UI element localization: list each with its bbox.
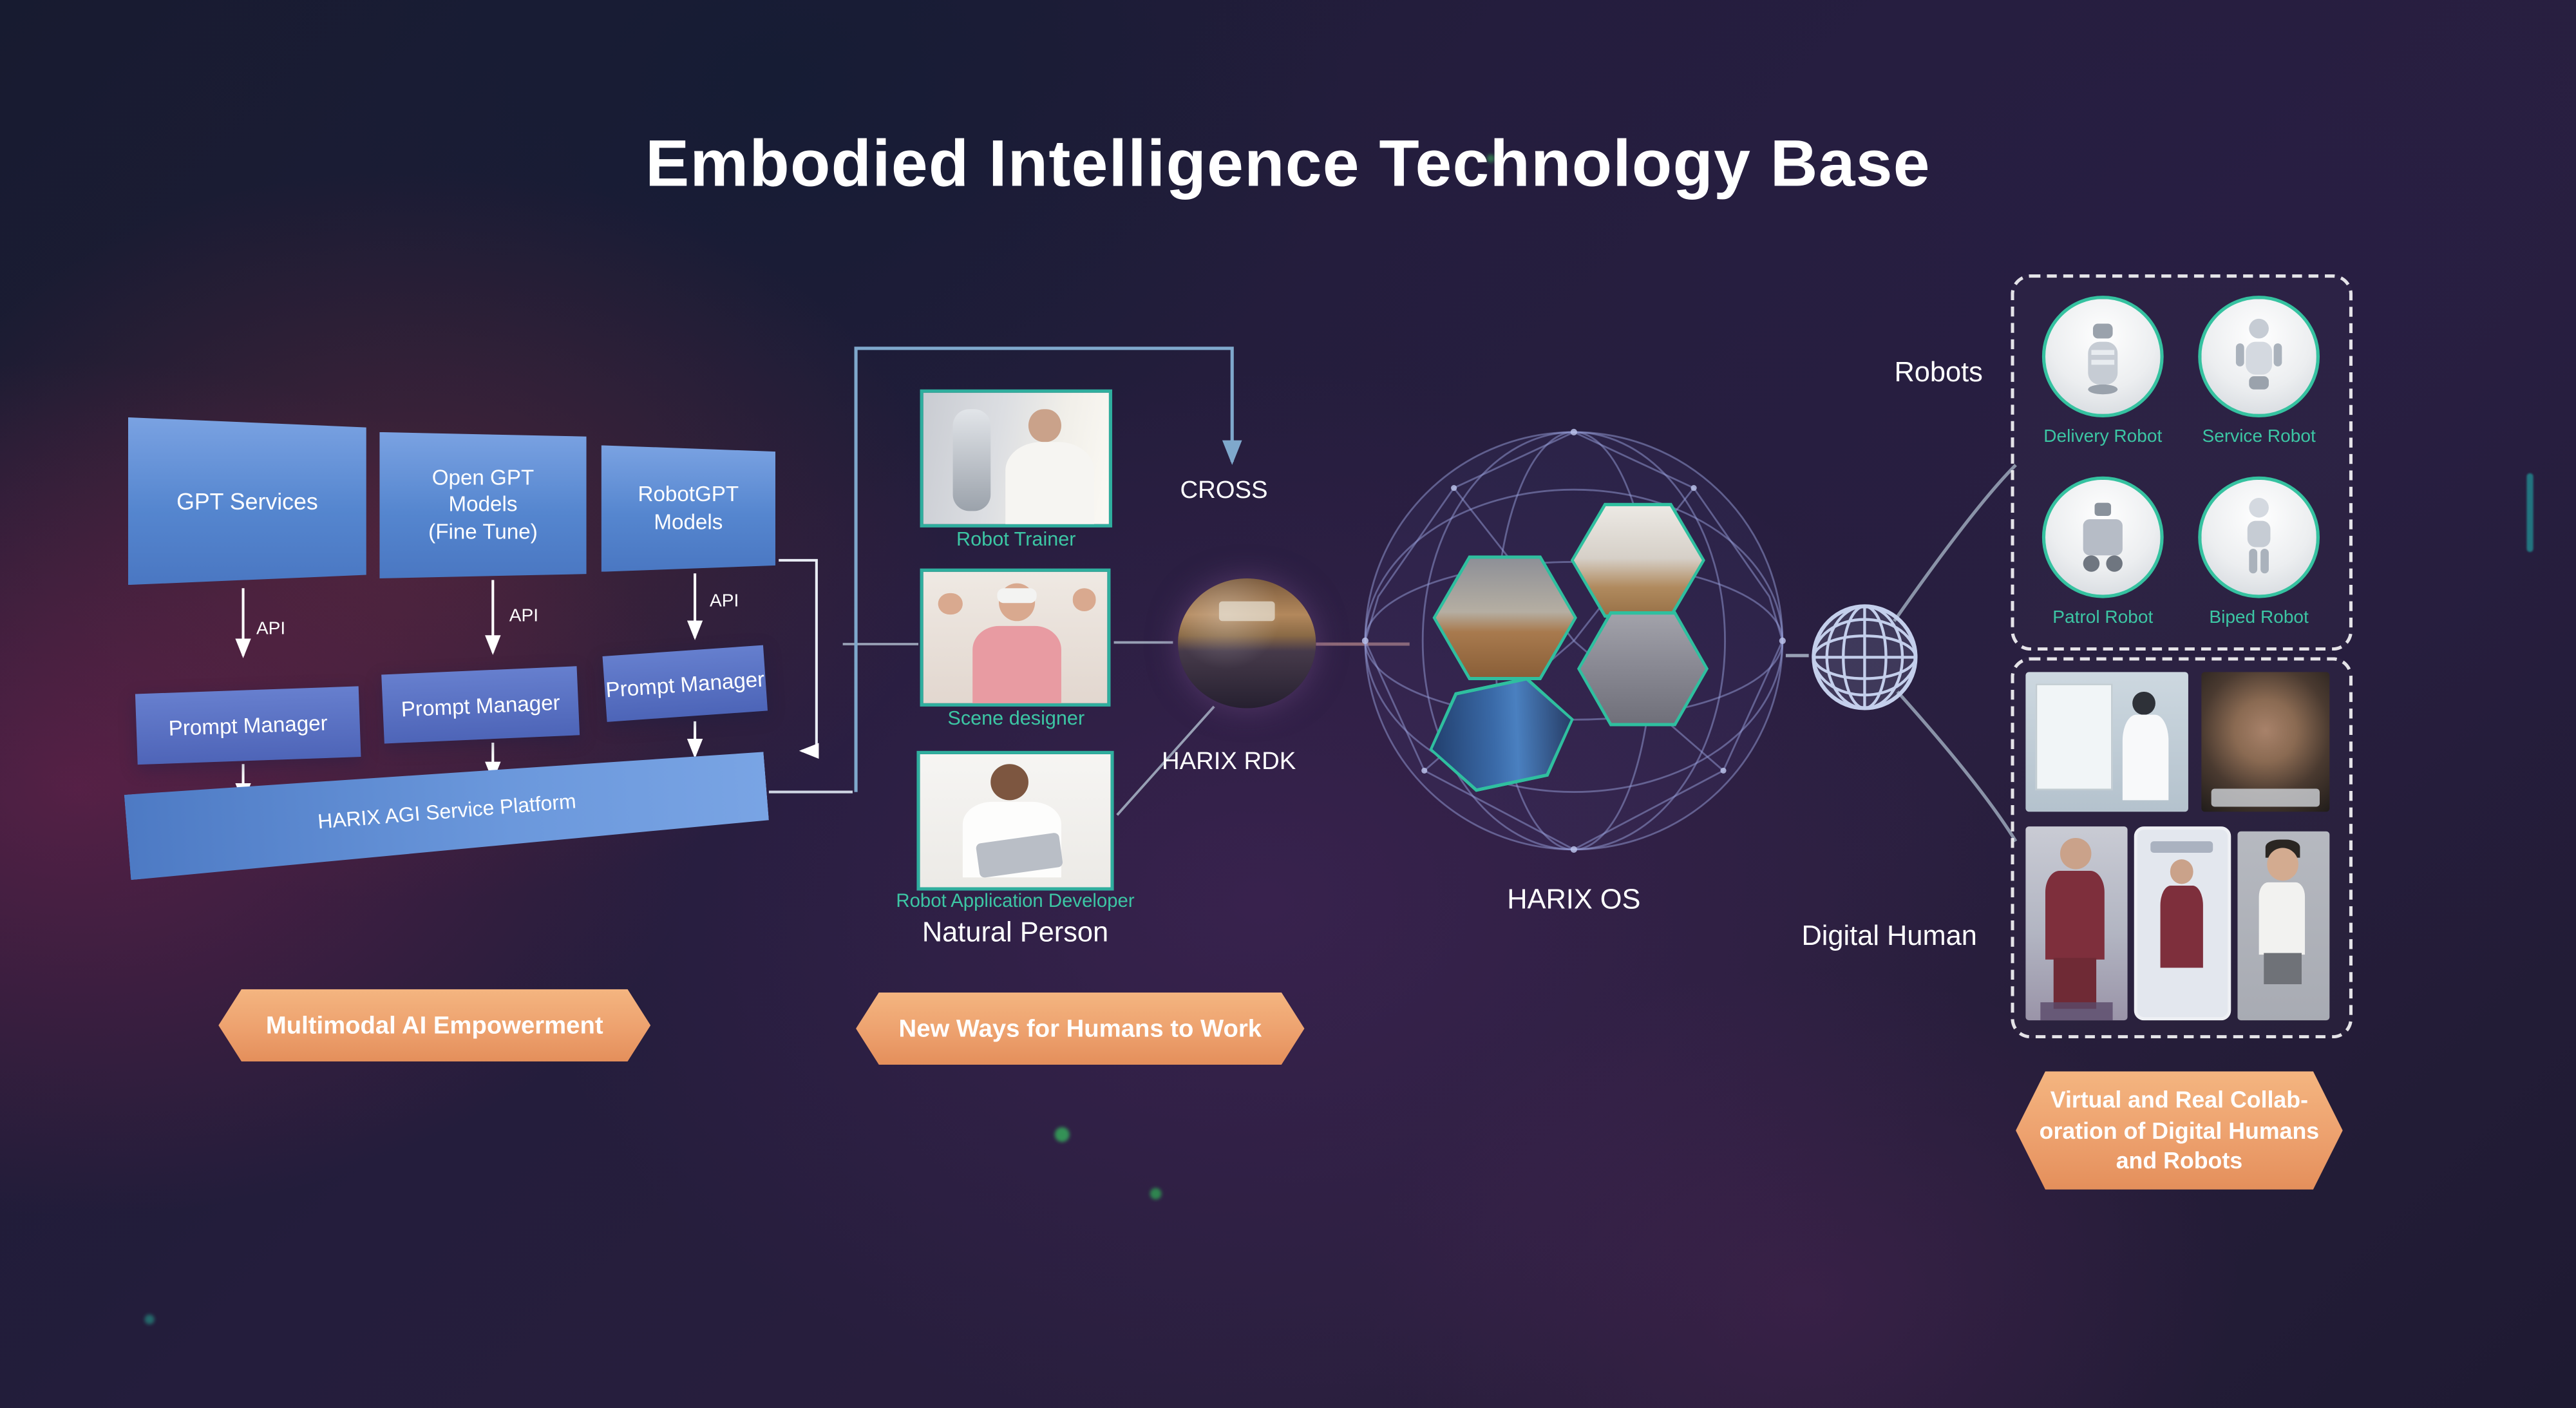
- new-ways-banner: New Ways for Humans to Work: [856, 993, 1304, 1065]
- photo-figure: [1072, 589, 1097, 611]
- digital-human-face-image: [2201, 672, 2330, 812]
- biped-robot-icon: [2247, 497, 2271, 574]
- new-ways-banner-label: New Ways for Humans to Work: [898, 1014, 1262, 1043]
- open-gpt-models-box: Open GPT Models (Fine Tune): [379, 432, 587, 578]
- network-globe-icon: [1812, 604, 1918, 710]
- photo-figure: [2133, 691, 2156, 716]
- decor-dot: [144, 1314, 155, 1325]
- robotgpt-models-box: RobotGPT Models: [601, 445, 776, 572]
- delivery-robot-caption: Delivery Robot: [2043, 427, 2163, 447]
- service-robot-image: [2198, 296, 2320, 417]
- screen-text-shape: [2150, 841, 2213, 853]
- digital-human-hostess-image: [2025, 826, 2128, 1021]
- photo-figure: [972, 625, 1061, 703]
- digital-human-screen-image: [2134, 826, 2231, 1021]
- photo-figure: [952, 408, 990, 511]
- multimodal-ai-banner: Multimodal AI Empowerment: [218, 989, 650, 1061]
- harix-rdk-label: HARIX RDK: [1161, 747, 1296, 776]
- os-scene-image: [1435, 558, 1574, 678]
- patrol-robot-image: [2041, 476, 2164, 598]
- natural-person-label: Natural Person: [922, 917, 1109, 948]
- stage-shape: [2040, 1003, 2114, 1021]
- patrol-robot-icon: [2083, 502, 2123, 572]
- robotgpt-models-label: RobotGPT Models: [638, 482, 739, 533]
- whiteboard-shape: [2035, 683, 2114, 790]
- patrol-robot-caption: Patrol Robot: [2052, 607, 2154, 628]
- multimodal-ai-banner-label: Multimodal AI Empowerment: [265, 1011, 603, 1040]
- harix-agi-platform-label: HARIX AGI Service Platform: [316, 790, 577, 834]
- delivery-robot-icon: [2088, 323, 2118, 395]
- photo-figure: [2159, 886, 2204, 969]
- scene-designer-caption: Scene designer: [947, 706, 1085, 730]
- prompt-manager-label: Prompt Manager: [168, 710, 328, 741]
- prompt-manager-label: Prompt Manager: [605, 665, 766, 701]
- harix-os-wireframe-sphere: [1361, 428, 1786, 853]
- scene-designer-photo: [920, 568, 1111, 707]
- photo-figure: [2060, 838, 2091, 870]
- cross-label: CROSS: [1180, 476, 1268, 505]
- decor-dot: [1486, 154, 1495, 163]
- photo-figure: [938, 593, 962, 616]
- prompt-manager-box: Prompt Manager: [602, 645, 768, 722]
- photo-figure: [1029, 408, 1061, 443]
- harix-os-label: HARIX OS: [1507, 884, 1641, 915]
- prompt-manager-box: Prompt Manager: [135, 686, 361, 765]
- photo-figure: [2267, 848, 2298, 881]
- gpt-services-box: GPT Services: [128, 417, 366, 585]
- photo-figure: [990, 765, 1029, 801]
- photo-figure: [2123, 714, 2169, 801]
- photo-figure: [1005, 442, 1094, 524]
- service-robot-icon: [2235, 318, 2282, 390]
- biped-robot-caption: Biped Robot: [2209, 607, 2309, 628]
- diagram-title: Embodied Intelligence Technology Base: [645, 128, 1931, 201]
- vr-headset-shape: [996, 589, 1037, 604]
- scene-screen-shape: [1219, 602, 1275, 622]
- robot-trainer-photo: [920, 389, 1113, 528]
- robot-app-developer-photo: [916, 750, 1114, 891]
- decor-dot: [1150, 1188, 1162, 1200]
- decor-dot: [1054, 1127, 1070, 1142]
- photo-figure: [2170, 859, 2193, 884]
- api-label: API: [256, 619, 286, 640]
- robot-trainer-caption: Robot Trainer: [956, 527, 1076, 551]
- os-scene-image: [1580, 614, 1705, 723]
- prompt-manager-box: Prompt Manager: [381, 666, 580, 744]
- api-label: API: [710, 591, 739, 611]
- digital-human-group-box: [2011, 657, 2353, 1039]
- service-robot-caption: Service Robot: [2202, 427, 2316, 447]
- cross-sphere-image: [1178, 578, 1316, 709]
- robots-group-box: [2011, 274, 2353, 651]
- prompt-manager-label: Prompt Manager: [400, 689, 561, 721]
- delivery-robot-image: [2041, 296, 2164, 417]
- photo-figure: [2045, 871, 2105, 960]
- robots-label: Robots: [1894, 356, 1983, 388]
- virtual-real-collab-banner-label: Virtual and Real Collab- oration of Digi…: [2039, 1086, 2320, 1174]
- digital-human-child-image: [2237, 831, 2330, 1021]
- laptop-shape: [2211, 788, 2320, 806]
- photo-figure: [2263, 952, 2302, 985]
- open-gpt-models-label: Open GPT Models (Fine Tune): [428, 465, 538, 544]
- digital-human-label: Digital Human: [1801, 920, 1977, 952]
- decor-streak: [2526, 473, 2533, 553]
- api-label: API: [509, 606, 539, 626]
- robot-app-developer-caption: Robot Application Developer: [896, 892, 1135, 912]
- virtual-real-collab-banner: Virtual and Real Collab- oration of Digi…: [2016, 1071, 2343, 1190]
- digital-human-presenter-image: [2025, 672, 2188, 812]
- biped-robot-image: [2198, 476, 2320, 598]
- photo-figure: [2054, 958, 2098, 1009]
- gpt-services-label: GPT Services: [176, 488, 318, 515]
- os-scene-image: [1573, 506, 1702, 615]
- photo-figure: [2259, 882, 2306, 955]
